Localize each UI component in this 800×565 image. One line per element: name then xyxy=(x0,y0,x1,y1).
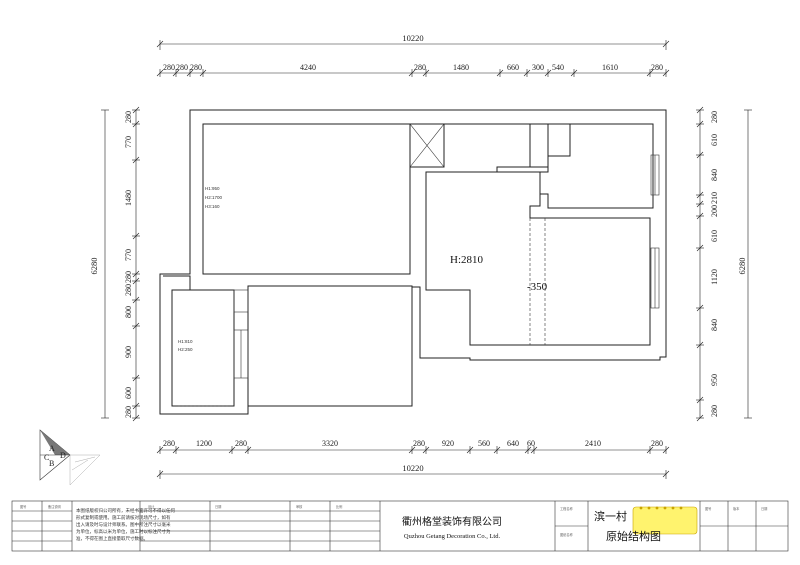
left-dim-7: 800 xyxy=(124,306,133,318)
bottom-dim-10: 2410 xyxy=(585,439,601,448)
svg-text:图号: 图号 xyxy=(20,504,26,509)
left-total-label: 6280 xyxy=(89,258,99,275)
room-ne-bedroom xyxy=(539,123,654,209)
top-dim-5: 280 xyxy=(414,63,426,72)
bottom-total-label: 10220 xyxy=(402,463,423,473)
left-dim-5: 280 xyxy=(124,271,133,283)
compass-c: C xyxy=(44,453,49,462)
ceiling-height-label: H:2810 xyxy=(450,254,484,266)
svg-text:设计: 设计 xyxy=(148,504,155,509)
left-dim-2: 770 xyxy=(124,136,133,148)
note-line-4: 为单位，标高以米为单位，施工时以标注尺寸为 xyxy=(76,528,171,535)
top-dim-11: 280 xyxy=(651,63,663,72)
bottom-dim-8: 640 xyxy=(507,439,519,448)
column-a xyxy=(233,289,249,313)
right-dim-8: 840 xyxy=(710,319,719,331)
bottom-dim-11: 280 xyxy=(651,439,663,448)
right-dim-2: 610 xyxy=(710,134,719,146)
beam-label: -350 xyxy=(527,281,548,293)
left-dim-8: 900 xyxy=(124,346,133,358)
left-dim-3: 1480 xyxy=(124,190,133,206)
svg-text:版本: 版本 xyxy=(733,506,740,511)
right-total-dimension: 6280 xyxy=(737,109,752,419)
compass-symbol: A C D B xyxy=(39,429,101,486)
right-dim-10: 280 xyxy=(710,405,719,417)
bottom-dim-3: 280 xyxy=(235,439,247,448)
bottom-dim-7: 560 xyxy=(478,439,490,448)
room-balcony xyxy=(171,289,235,407)
left-dim-1: 280 xyxy=(124,111,133,123)
left-dim-6: 280 xyxy=(124,284,133,296)
top-total-dimension: 10220 xyxy=(156,33,670,50)
svg-text:工程名称: 工程名称 xyxy=(560,506,574,511)
top-dim-1: 280 xyxy=(163,63,175,72)
balcony-ledge xyxy=(163,275,191,291)
svg-text:日期: 日期 xyxy=(761,506,767,511)
top-dim-7: 660 xyxy=(507,63,519,72)
svg-text:日期: 日期 xyxy=(215,504,221,509)
top-dim-2: 280 xyxy=(176,63,188,72)
left-dim-10: 280 xyxy=(124,406,133,418)
outer-wall xyxy=(159,109,667,415)
right-dim-6: 610 xyxy=(710,230,719,242)
top-total-label: 10220 xyxy=(402,33,423,43)
bottom-total-dimension: 10220 xyxy=(156,463,670,479)
bottom-dim-1: 280 xyxy=(163,439,175,448)
title-block: 图号 备注说明 设计 日期 审核 比例 工程名称 图纸名称 图号 版本 日期 本… xyxy=(11,500,789,552)
right-dim-9: 950 xyxy=(710,374,719,386)
top-segment-dimensions: 280 280 280 4240 280 1480 660 300 540 16… xyxy=(156,63,670,77)
top-dim-10: 1610 xyxy=(602,63,618,72)
window-a-h3: H3:160 xyxy=(205,204,220,209)
svg-text:图纸名称: 图纸名称 xyxy=(560,532,574,537)
top-dim-3: 280 xyxy=(190,63,202,72)
svg-text:比例: 比例 xyxy=(336,504,342,509)
corridor-notch xyxy=(444,123,531,173)
company-name-en: Quzhou Getang Decoration Co., Ltd. xyxy=(404,533,501,540)
bottom-segment-dimensions: 280 1200 280 3320 280 920 560 640 60 241… xyxy=(156,439,670,454)
note-line-5: 准，不得在图上直接量取尺寸数据。 xyxy=(76,535,148,542)
bottom-dim-6: 920 xyxy=(442,439,454,448)
window-b-h2: H2:250 xyxy=(178,347,193,352)
bottom-dim-4: 3320 xyxy=(322,439,338,448)
bottom-dim-5: 280 xyxy=(413,439,425,448)
company-name-cn: 衢州格堂装饰有限公司 xyxy=(402,515,502,528)
right-dim-4: 210 xyxy=(710,192,719,204)
room-living xyxy=(425,171,651,346)
drawing-title: 原始结构图 xyxy=(606,529,661,543)
window-a-h2: H2:1700 xyxy=(205,195,223,200)
right-segment-dimensions: 280 610 840 210 200 610 1120 840 950 280 xyxy=(696,106,719,422)
bottom-dim-9: 60 xyxy=(527,439,535,448)
top-dim-8: 300 xyxy=(532,63,544,72)
project-name: 滨一村 xyxy=(594,509,627,523)
left-dim-4: 770 xyxy=(124,249,133,261)
window-a-h1: H1:950 xyxy=(205,186,220,191)
right-dim-3: 840 xyxy=(710,169,719,181)
svg-text:审核: 审核 xyxy=(296,504,303,509)
top-dim-6: 1480 xyxy=(453,63,469,72)
compass-d: D xyxy=(60,451,66,460)
note-line-2: 形式复制或使用。施工前请核对现场尺寸，如有 xyxy=(76,514,171,521)
compass-a: A xyxy=(49,444,55,453)
window-b-h1: H1:810 xyxy=(178,339,193,344)
room-bedroom-b xyxy=(247,285,413,407)
compass-b: B xyxy=(49,459,54,468)
floor-plan xyxy=(159,109,667,415)
left-total-dimension: 6280 xyxy=(89,109,109,419)
note-line-1: 本图纸版权归公司所有，未经书面许可不得以任何 xyxy=(76,507,175,514)
bottom-dim-2: 1200 xyxy=(196,439,212,448)
right-dim-7: 1120 xyxy=(710,269,719,285)
right-dim-1: 280 xyxy=(710,111,719,123)
right-total-label: 6280 xyxy=(737,258,747,275)
top-dim-9: 540 xyxy=(552,63,564,72)
right-dim-5: 200 xyxy=(710,205,719,217)
svg-text:图号: 图号 xyxy=(705,506,711,511)
room-bedroom-a xyxy=(202,123,411,275)
room-ne-small xyxy=(529,123,571,168)
svg-text:备注说明: 备注说明 xyxy=(48,504,61,509)
left-dim-9: 600 xyxy=(124,387,133,399)
note-line-3: 出入请及时与设计师联系。图中所注尺寸以毫米 xyxy=(76,521,171,528)
top-dim-4: 4240 xyxy=(300,63,316,72)
left-segment-dimensions: 280 770 1480 770 280 280 800 900 600 280 xyxy=(124,106,140,422)
